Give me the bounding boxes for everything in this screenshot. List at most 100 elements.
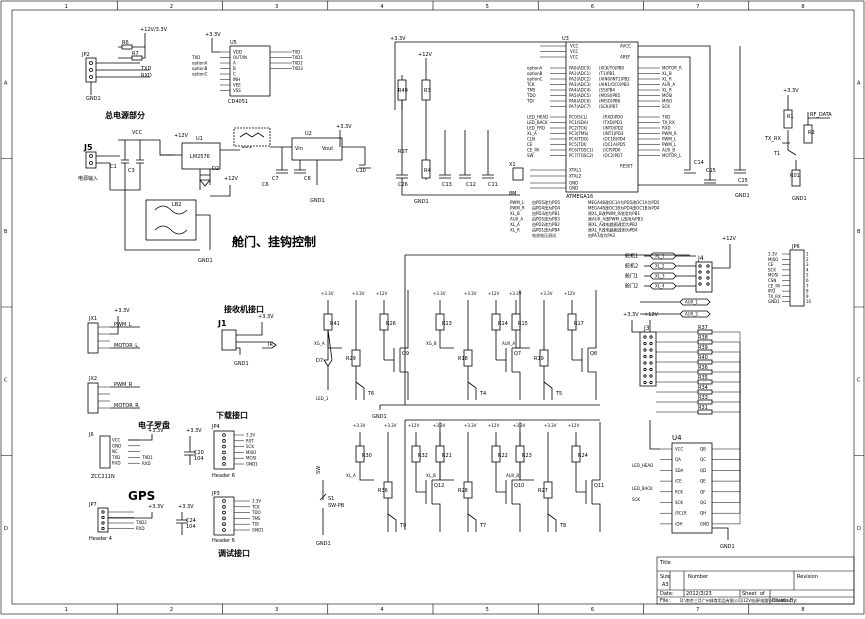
drivers_top-0-rc: R29 xyxy=(346,356,356,362)
jp7-cap-33v-net: +3.3V xyxy=(178,504,194,510)
section-gps-title: GPS xyxy=(128,489,155,503)
j6-pin-1: GND xyxy=(112,443,121,448)
mcu-portc-pin-0: PC0(SCL) xyxy=(569,115,588,120)
rf-r2-label: R2 xyxy=(808,130,815,136)
mcu-porta-net-4: TMS xyxy=(526,88,536,93)
drivers_top-2-mosfet: Q8 xyxy=(590,351,597,357)
note-detail-6: 由PA7改为PA3 xyxy=(588,232,615,238)
frame-col-bottom-5: 5 xyxy=(486,607,489,613)
drivers_bot-0-33v-a: +3.3V xyxy=(353,423,366,428)
c24-label: C24 xyxy=(186,518,196,524)
drivers_top-0-input: XG_A xyxy=(314,341,325,346)
jp6-pin-5: CSN xyxy=(768,278,776,283)
drivers_bot-0-transistor: T9 xyxy=(399,523,406,529)
u4-net-led-head: LED_HEAD xyxy=(632,463,653,468)
gnd-label-mcu2: GND1 xyxy=(735,193,750,199)
j3-ref: J3 xyxy=(643,325,650,332)
j1-ir-net: IR xyxy=(268,342,273,348)
mcu-portb-net-4: XL_R xyxy=(662,88,672,93)
u5-pin-2: A xyxy=(233,61,236,66)
mcu-porta-net-0: optionA xyxy=(527,66,543,71)
rst-net: RST xyxy=(398,149,409,155)
drivers_top-2-33v-b: +3.3V xyxy=(540,291,553,296)
c8-label: C8 xyxy=(304,176,311,182)
u4-left-pin-1: QA xyxy=(675,457,681,462)
j3-res-4: R36 xyxy=(698,365,708,371)
u4-left-pin-0: VCC xyxy=(675,447,684,452)
rf-r1-label: R1 xyxy=(787,114,794,120)
vcc-net: VCC xyxy=(132,130,143,136)
r7-label: R7 xyxy=(132,51,139,57)
rf-data-circuit: +3.3V R1 R2 R01 T1 RF_DATA TX_RX GND1 xyxy=(764,88,832,202)
c6-label: C6 xyxy=(262,182,269,188)
mcu-portc-net-2: LED_FRD xyxy=(527,126,545,131)
section-download-title: 下载接口 xyxy=(216,410,248,420)
jp4-pin-4: MOSI xyxy=(246,456,256,461)
mcu-portb-net-2: XL_R xyxy=(662,77,672,82)
u5-left-net-0: TXD xyxy=(191,55,200,60)
mcu-porta-pin-7: PA7(ADC7) xyxy=(569,104,591,109)
mcu-portb-pin-2: (AIN0/INT2)PB2 xyxy=(599,77,630,82)
jx2-net-motor: MOTOR_R xyxy=(114,403,139,409)
mcu-portd-net-2: RXD xyxy=(662,126,671,131)
frame-col-bottom-1: 1 xyxy=(65,607,68,613)
j4-net-0: XL_1 xyxy=(655,254,665,259)
jp2-ref: JP2 xyxy=(81,52,90,58)
mcu-portc-pin-7: PC7(TOSC2) xyxy=(569,153,594,158)
file-label: File: xyxy=(660,598,670,604)
c1-label: C1 xyxy=(110,164,117,170)
mcu-portd-net-4: PWM_L xyxy=(662,137,677,142)
c14-label: C14 xyxy=(694,160,704,166)
mcu-porta-net-2: optionC xyxy=(527,77,543,82)
mcu-portc-net-6: CE_PA xyxy=(527,148,539,153)
jp6-pinnum-4: 5 xyxy=(806,273,809,278)
c25-label: C25 xyxy=(738,178,748,184)
u5-pin-7: VSS xyxy=(233,88,241,93)
date-label: Date: xyxy=(660,591,674,597)
j3-12v-net: +12V xyxy=(644,312,659,318)
j4-net-3: XL_4 xyxy=(655,284,665,289)
mcu-misc-pin-4: GND xyxy=(569,186,578,191)
j3-res-7: R33 xyxy=(698,395,708,401)
j3-header: J3 +3.3V +12V AUX_1AUX_2R37R38R39R40R36R… xyxy=(623,298,741,448)
gnd-label-lb2: GND1 xyxy=(198,258,213,264)
mcu-portb-pin-4: (SS)PB4 xyxy=(599,88,615,93)
jp6-pinnum-2: 3 xyxy=(806,262,809,267)
title-block: Title Size A3 Number Revision Date: 2012… xyxy=(656,556,855,605)
j6-pin-0: VCC xyxy=(112,438,121,443)
note-change-3: 由PD5改为PB3 xyxy=(532,216,560,222)
drivers_top-2-rb: R17 xyxy=(574,321,584,327)
j6-ref: J6 xyxy=(88,432,94,438)
jx2-ref: JX2 xyxy=(88,376,97,382)
j3-res-5: R35 xyxy=(698,375,708,381)
date-value: 2012/3/23 xyxy=(686,591,712,597)
note-net-4: XL_A xyxy=(510,222,520,227)
drivers_bot-1-33v-b: +3.3V xyxy=(464,423,477,428)
j3-33v-net: +3.3V xyxy=(623,312,639,318)
frame-row-right-A: A xyxy=(857,80,861,86)
j6-net-txd1: TXD1 xyxy=(141,455,153,460)
drivers_bot-2-33v-a: +3.3V xyxy=(513,423,526,428)
u4-right-pin-5: QG xyxy=(700,500,706,505)
frame-row-right-C: C xyxy=(857,377,861,383)
note-net-2: XL_B xyxy=(510,211,520,216)
drivers_bot-0-input: XL_A xyxy=(346,473,356,478)
note-net-0: PWM_L xyxy=(510,200,525,205)
drivers_bot-2-12v: +12V xyxy=(568,423,579,428)
sw-net-label: SW xyxy=(316,466,322,474)
u5-right-net-0: TXD xyxy=(291,50,300,55)
mcu-portd-pin-5: (OC1A)PD5 xyxy=(603,142,626,147)
jp6-pinnum-1: 2 xyxy=(806,257,809,262)
u2-vout-pin: Vout xyxy=(322,146,333,152)
j6-pin-4: RXD xyxy=(112,461,121,466)
drivers_bot-1-rc: R28 xyxy=(458,488,468,494)
j6-cap-33v-net: +3.3V xyxy=(186,428,202,434)
drivers_bot-2-transistor: T8 xyxy=(559,523,566,529)
j4-input-0: 舵机1 xyxy=(625,253,638,260)
note-net-5: XL_R xyxy=(510,228,520,233)
u4-left-pin-4: RCK xyxy=(675,489,683,494)
note-net-3: AUX_A xyxy=(510,217,523,222)
j6-name: ZCC211N xyxy=(91,474,115,480)
